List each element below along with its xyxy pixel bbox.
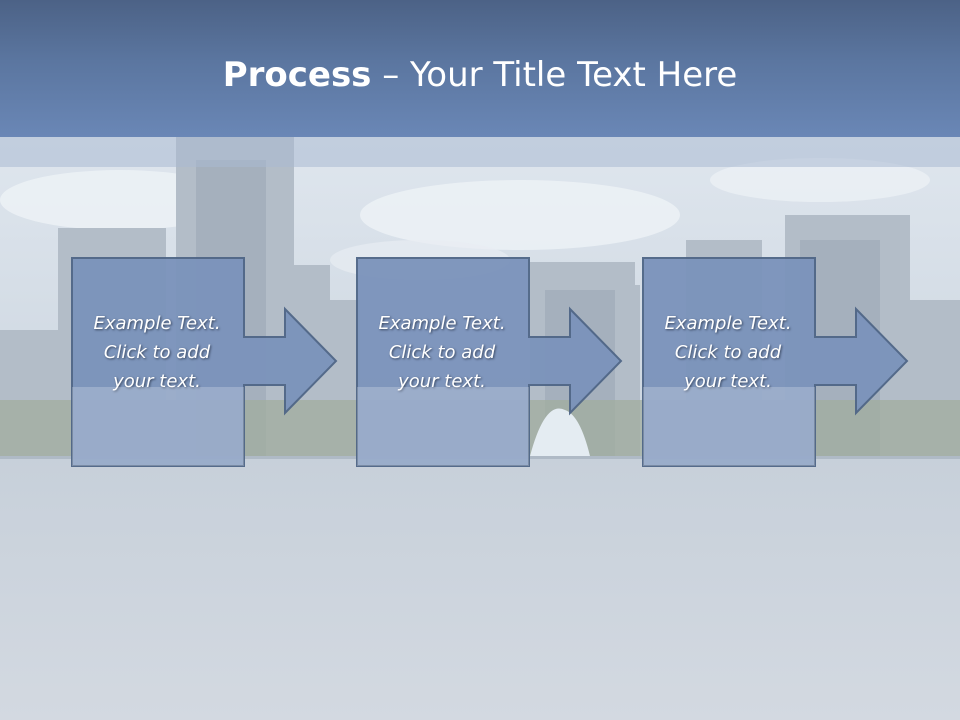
step-3-reflection [643,387,815,466]
step-text-line: Example Text. [93,313,221,334]
step-text[interactable]: Example Text. Click to add your text. [642,309,814,396]
step-text-line: Click to add [388,342,496,363]
step-text[interactable]: Example Text. Click to add your text. [356,309,528,396]
step-text-line: Click to add [103,342,211,363]
step-text-line: your text. [684,371,772,392]
title-bold: Process [222,55,372,95]
step-text-line: your text. [113,371,201,392]
step-text-line: Example Text. [664,313,792,334]
step-2-reflection [357,387,529,466]
step-arrow-shape [356,257,623,467]
step-arrow-shape [642,257,909,467]
step-text-line: Example Text. [378,313,506,334]
step-text[interactable]: Example Text. Click to add your text. [71,309,243,396]
process-step-1[interactable]: Example Text. Click to add your text. [71,257,338,467]
step-text-line: Click to add [674,342,782,363]
slide-title[interactable]: Process – Your Title Text Here [0,52,960,98]
title-band-shadow [0,137,960,167]
step-text-line: your text. [398,371,486,392]
process-step-2[interactable]: Example Text. Click to add your text. [356,257,623,467]
process-step-3[interactable]: Example Text. Click to add your text. [642,257,909,467]
title-band [0,0,960,137]
step-arrow-shape [71,257,338,467]
title-rest: – Your Title Text Here [371,55,738,95]
step-1-reflection [72,387,244,466]
